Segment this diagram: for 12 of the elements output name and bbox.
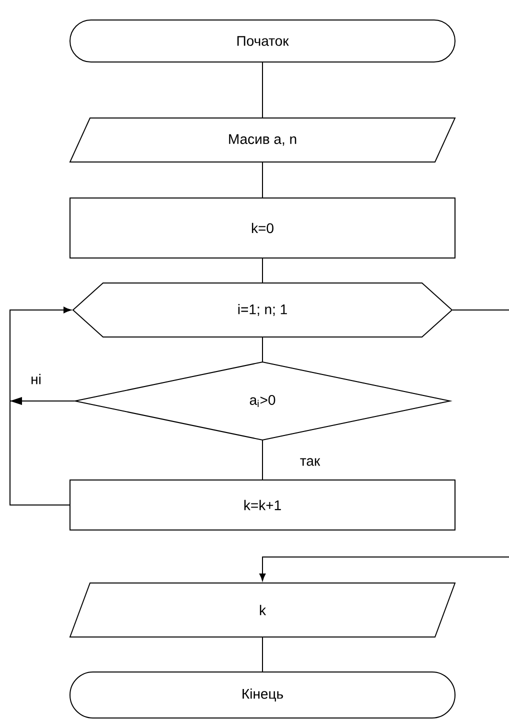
process-box: k=0 (70, 198, 456, 258)
connector-line (262, 62, 263, 118)
edge-label: так (298, 457, 322, 467)
connector-line (262, 440, 263, 480)
connector-line (262, 162, 263, 198)
connector-line (262, 637, 263, 672)
process-box: k=k+1 (70, 480, 456, 530)
connector-line (262, 337, 263, 362)
edge-label: ні (30, 372, 42, 386)
arrow (259, 310, 509, 582)
arrow (10, 306, 71, 506)
connector-line (262, 258, 263, 283)
